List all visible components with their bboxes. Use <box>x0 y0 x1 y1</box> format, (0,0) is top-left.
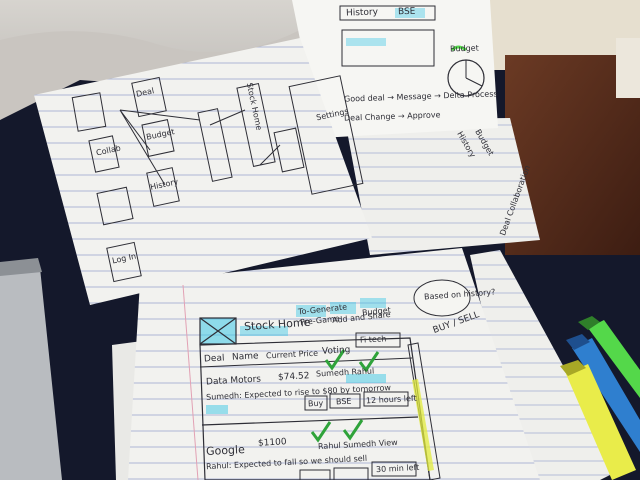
top-sketch-sheet <box>292 0 498 138</box>
front-wireframe-sheet <box>128 248 540 480</box>
wall-outlet <box>616 38 640 98</box>
flow-diagram-sheet <box>34 38 372 305</box>
laptop <box>0 268 62 480</box>
laptop-edge <box>0 258 42 276</box>
highlighter-green <box>578 316 640 398</box>
highlighter-yellow <box>560 360 636 480</box>
right-notes-sheet <box>345 118 540 255</box>
